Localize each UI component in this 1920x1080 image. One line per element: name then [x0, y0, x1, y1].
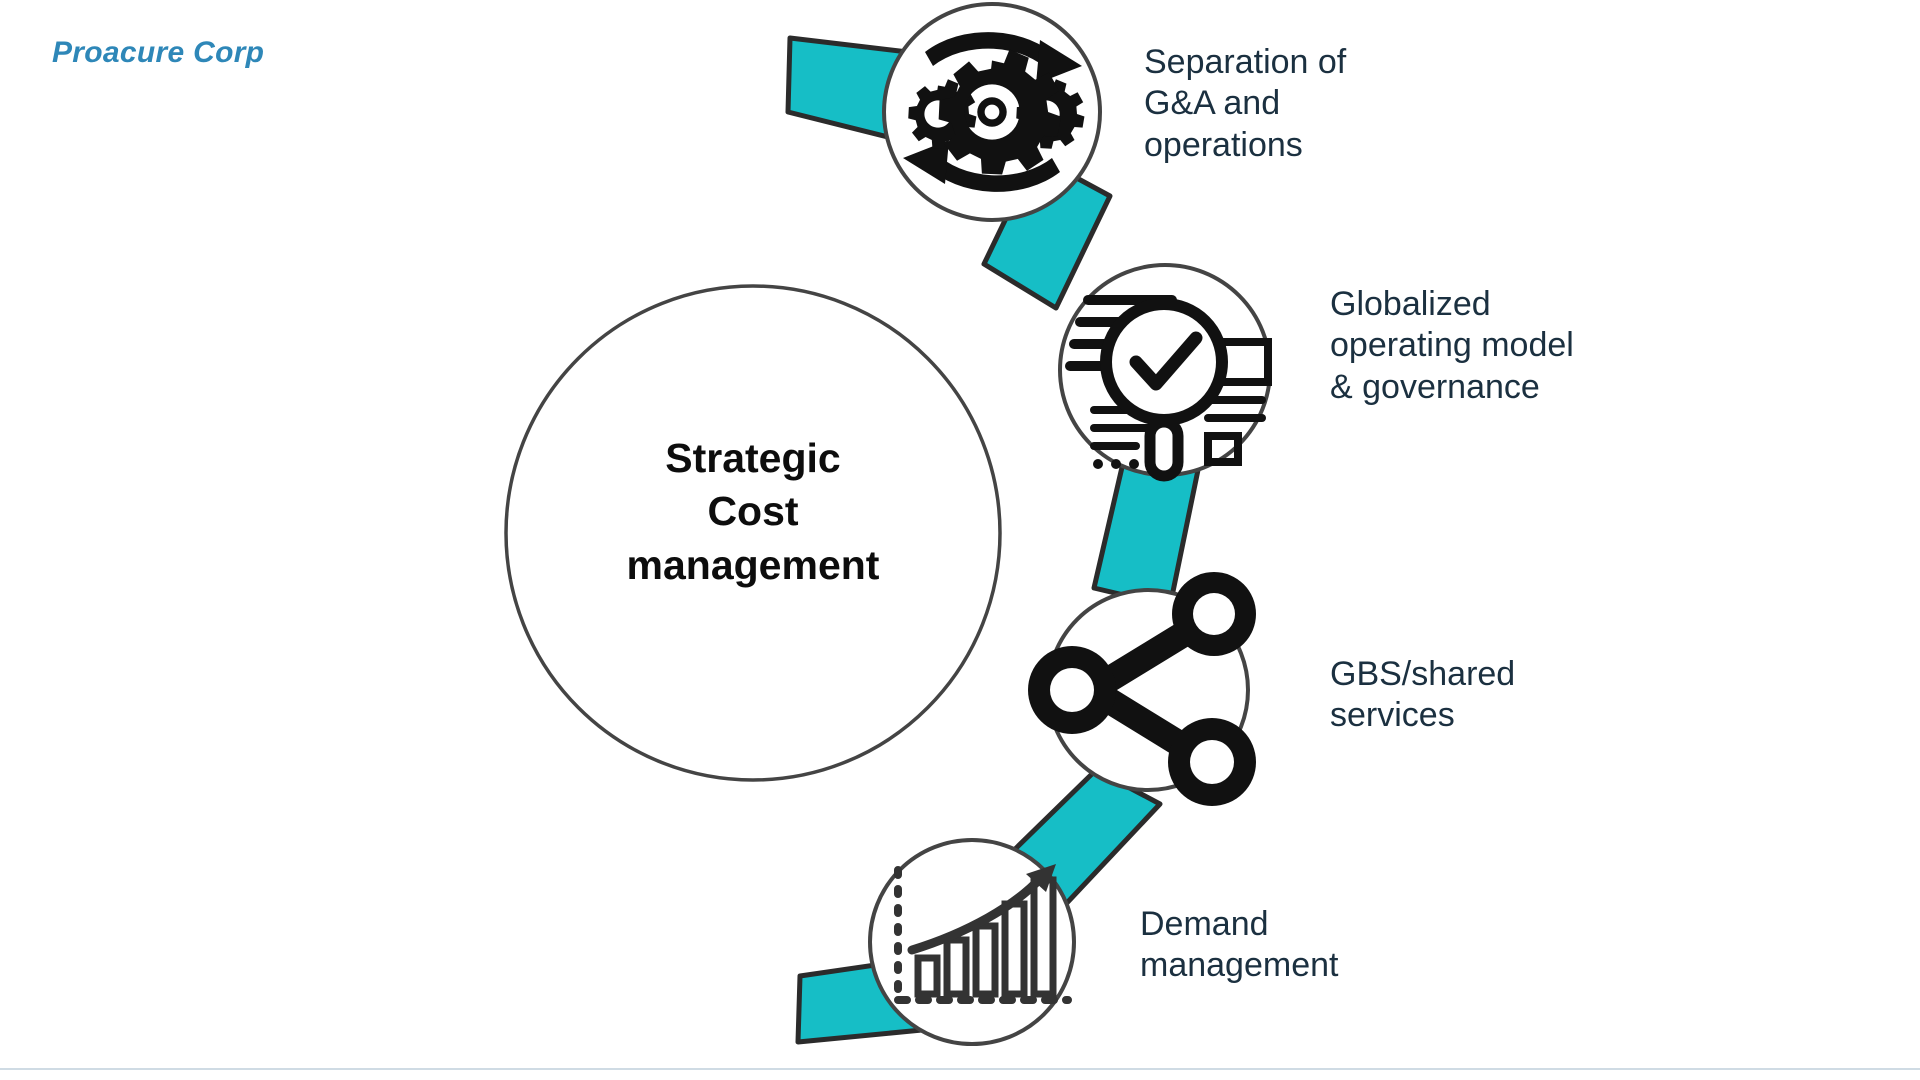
gears-cycle-icon	[903, 32, 1085, 192]
magnifier-check-report-icon	[1065, 295, 1272, 482]
node-gbs-shared-services[interactable]	[1028, 572, 1256, 806]
node-label-separation-of-ga-and-operations: Separation of G&A and operations	[1144, 43, 1347, 164]
growth-bar-chart-icon	[894, 864, 1072, 1004]
center-circle	[504, 284, 1002, 782]
share-network-icon	[1028, 572, 1256, 806]
ribbon-segment-1	[981, 153, 1113, 311]
node-demand-management[interactable]	[868, 838, 1076, 1046]
node-globalized-operating-model-and-governance[interactable]	[1058, 263, 1272, 482]
node-label-globalized-operating-model-and-governance: Globalized operating model & governance	[1330, 285, 1574, 406]
node-label-demand-management: Demand management	[1140, 905, 1339, 985]
node-label-gbs-shared-services: GBS/shared services	[1330, 655, 1516, 735]
node-separation-of-ga-and-operations[interactable]	[882, 2, 1102, 222]
bottom-divider	[0, 1068, 1920, 1070]
brand-logo: Proacure Corp	[52, 36, 265, 69]
